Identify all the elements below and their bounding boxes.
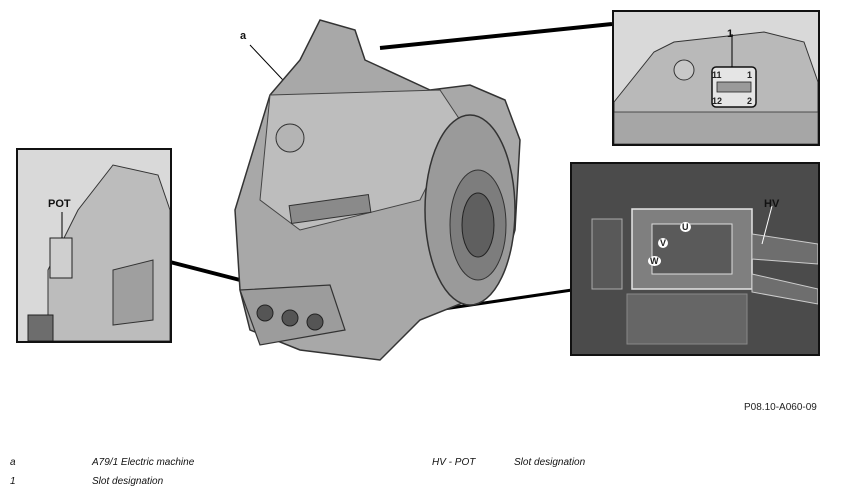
pot-detail-inset: POT: [16, 148, 172, 343]
pin-1-label: 1: [747, 70, 753, 80]
connector-detail-drawing: [614, 31, 818, 144]
callout-a-label: a: [240, 30, 247, 42]
hv-connector-inset: HV U V W: [570, 162, 820, 356]
phase-u-label: U: [680, 222, 691, 232]
connector-detail-inset: 1 11 1 12 2: [612, 10, 820, 146]
pot-detail-drawing: [27, 164, 170, 341]
callout-1-label: 1: [727, 28, 734, 40]
technical-illustration: 1 11 1 12 2 POT HV U V W a: [16, 10, 820, 413]
illustration-canvas: [169, 19, 613, 361]
figure-reference: P08.10-A060-09: [744, 402, 817, 413]
legend-text-hv-pot: Slot designation: [514, 457, 586, 468]
pin-11-label: 11: [712, 70, 722, 80]
leader-line-left: [169, 260, 241, 282]
pot-label: POT: [48, 198, 71, 210]
pin-12-label: 12: [712, 96, 723, 106]
legend-key-a: a: [10, 457, 16, 468]
legend-key-1: 1: [10, 476, 16, 487]
legend-key-hv-pot: HV - POT: [432, 457, 476, 468]
hv-connector-drawing: [572, 164, 818, 354]
hv-label: HV: [764, 198, 780, 210]
leader-line-top: [379, 22, 613, 50]
phase-w-label: W: [648, 256, 661, 266]
legend-text-1: Slot designation: [92, 476, 164, 487]
legend-text-a: A79/1 Electric machine: [92, 457, 195, 468]
electric-machine: [234, 19, 521, 361]
pin-2-label: 2: [747, 96, 753, 106]
phase-v-label: V: [658, 238, 669, 248]
